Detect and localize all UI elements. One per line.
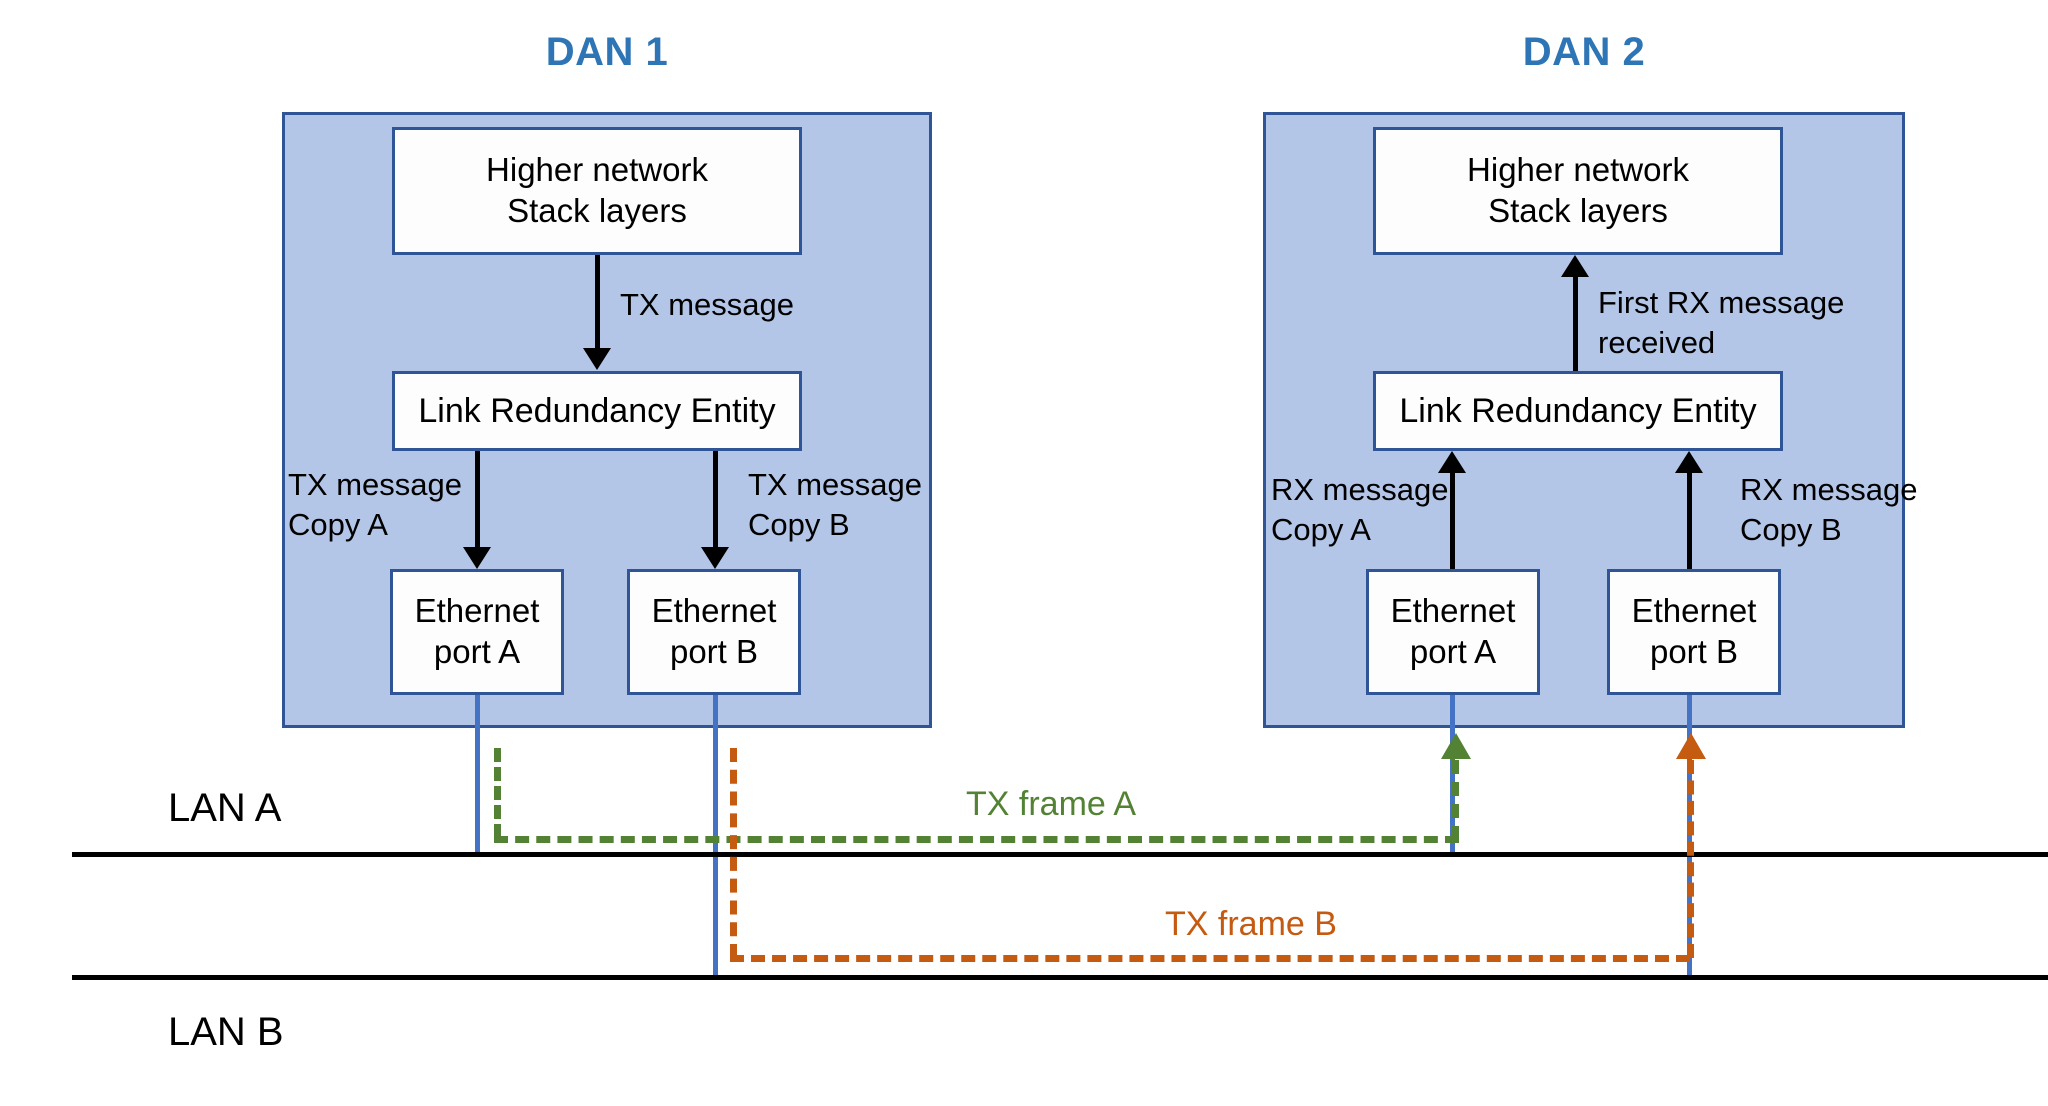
tx-frame-a-label: TX frame A [966, 785, 1137, 823]
dan2-rx-copy-a-arrowhead [1438, 451, 1466, 473]
dan2-rx-copy-a-line [1450, 473, 1455, 569]
dan2-higher-network-stack-box: Higher network Stack layers [1373, 127, 1783, 255]
lan-b-bus-line [72, 975, 2048, 980]
tx-frame-a-vertical-source [494, 748, 501, 838]
tx-frame-a-arrowhead [1441, 733, 1471, 759]
tx-frame-a-vertical-dest [1452, 760, 1459, 840]
dan1-tx-message-line [595, 255, 600, 350]
dan1-higher-network-stack-box: Higher network Stack layers [392, 127, 802, 255]
tx-frame-a-horizontal-bus [494, 836, 1459, 843]
dan1-tx-copy-b-line [713, 451, 718, 549]
dan1-ethernet-port-a-box: Ethernet port A [390, 569, 564, 695]
dan1-tx-message-label: TX message [620, 287, 795, 322]
lan-a-bus-line [72, 852, 2048, 857]
dan2-rx-copy-a-label: RX message Copy A [1271, 472, 1449, 547]
tx-frame-b-vertical-dest [1687, 760, 1694, 958]
lan-b-label: LAN B [168, 1010, 284, 1054]
dan1-link-redundancy-entity-box: Link Redundancy Entity [392, 371, 802, 451]
tx-frame-b-arrowhead [1676, 733, 1706, 759]
lan-a-label: LAN A [168, 786, 282, 830]
dan1-tx-copy-a-label: TX message Copy A [288, 467, 463, 542]
dan1-tx-copy-b-arrowhead [701, 547, 729, 569]
dan1-tx-copy-a-arrowhead [463, 547, 491, 569]
dan1-port-a-link-line [475, 695, 480, 857]
dan2-title: DAN 2 [1522, 30, 1646, 74]
tx-frame-b-vertical-source [730, 748, 737, 958]
dan2-rx-copy-b-line [1687, 473, 1692, 569]
dan2-first-rx-arrowhead [1561, 255, 1589, 277]
dan2-link-redundancy-entity-box: Link Redundancy Entity [1373, 371, 1783, 451]
dan2-first-rx-line [1573, 277, 1578, 371]
dan1-tx-copy-a-line [475, 451, 480, 549]
tx-frame-b-label: TX frame B [1165, 905, 1337, 943]
dan2-rx-copy-b-arrowhead [1675, 451, 1703, 473]
dan1-ethernet-port-b-box: Ethernet port B [627, 569, 801, 695]
tx-frame-b-horizontal-bus [730, 955, 1690, 962]
dan2-ethernet-port-b-box: Ethernet port B [1607, 569, 1781, 695]
dan1-tx-copy-b-label: TX message Copy B [748, 467, 923, 542]
dan2-ethernet-port-a-box: Ethernet port A [1366, 569, 1540, 695]
dan2-rx-copy-b-label: RX message Copy B [1740, 472, 1918, 547]
dan1-title: DAN 1 [545, 30, 669, 74]
dan1-tx-message-arrowhead [583, 348, 611, 370]
dan2-first-rx-label: First RX message received [1598, 285, 1845, 360]
